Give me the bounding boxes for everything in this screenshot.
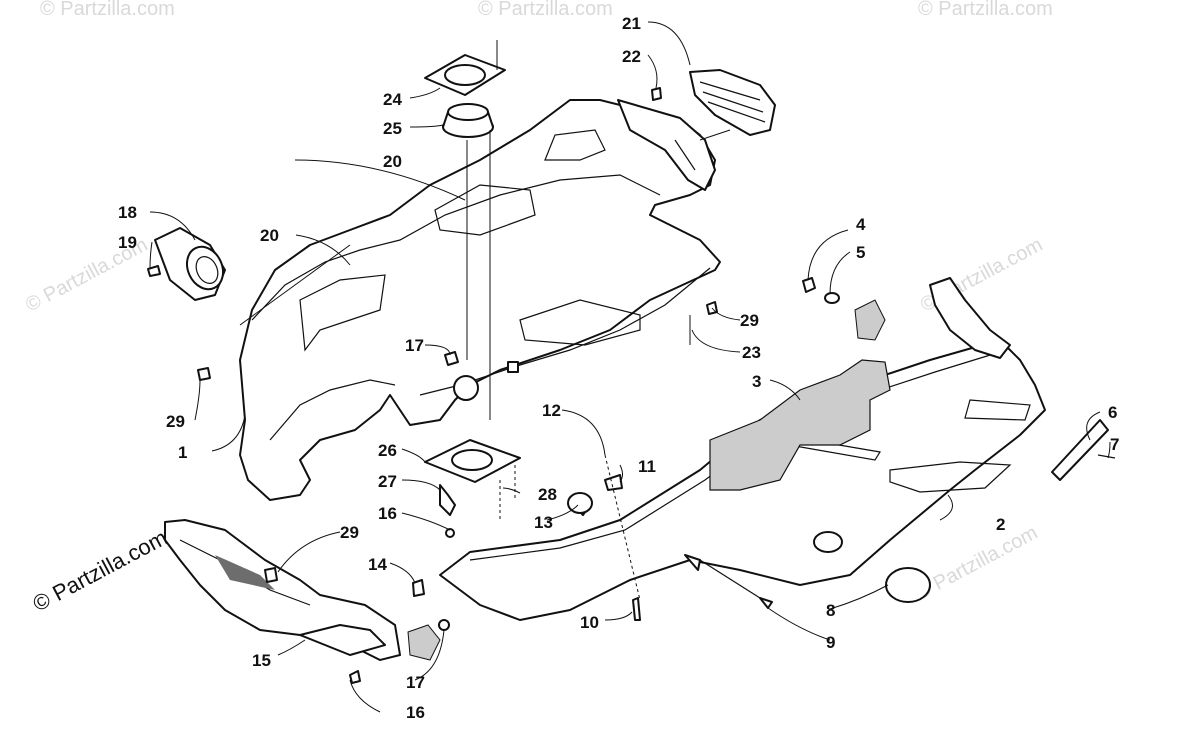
callout-20b: 20	[260, 226, 279, 245]
callout-22: 22	[622, 47, 641, 66]
callout-17a: 17	[405, 336, 424, 355]
callout-17b: 17	[406, 673, 425, 692]
callout-7: 7	[1110, 435, 1119, 454]
watermark-faint: © Partzilla.com	[40, 0, 175, 20]
callout-24: 24	[383, 90, 402, 109]
callout-11: 11	[638, 457, 656, 476]
callout-3: 3	[752, 372, 761, 391]
boot-part-18	[147, 227, 226, 301]
flange-parts-24-25	[424, 40, 506, 420]
callout-19: 19	[118, 233, 137, 252]
callout-6: 6	[1108, 403, 1117, 422]
callout-23: 23	[742, 343, 761, 362]
callout-16b: 16	[406, 703, 425, 722]
callout-10: 10	[580, 613, 599, 632]
callout-13: 13	[534, 513, 553, 532]
callout-2: 2	[996, 515, 1005, 534]
guard-part-15	[164, 519, 401, 661]
callout-8: 8	[826, 601, 835, 620]
callout-29b: 29	[740, 311, 759, 330]
leader-lines	[149, 21, 1111, 713]
right-hardware	[684, 277, 1116, 609]
callout-9: 9	[826, 633, 835, 652]
insulation-part-3	[709, 359, 891, 491]
callout-21: 21	[622, 14, 641, 33]
watermark-faint: © Partzilla.com	[478, 0, 613, 20]
watermark-faint: © Partzilla.com	[918, 0, 1053, 20]
callout-20a: 20	[383, 152, 402, 171]
callout-15: 15	[252, 651, 271, 670]
callout-14: 14	[368, 555, 387, 574]
callout-4: 4	[856, 215, 866, 234]
callout-29a: 29	[166, 412, 185, 431]
small-hardware	[412, 454, 641, 621]
watermark-main: © Partzilla.com	[29, 525, 172, 617]
callout-29c: 29	[340, 523, 359, 542]
callout-28: 28	[538, 485, 557, 504]
callout-25: 25	[383, 119, 402, 138]
callout-27: 27	[378, 472, 397, 491]
callout-labels: 1 2 3 4 5 6 7 8 9 10 11 12 13 14 15 16 1…	[118, 14, 1119, 722]
callout-12: 12	[542, 401, 561, 420]
callout-16a: 16	[378, 504, 397, 523]
callout-5: 5	[856, 243, 865, 262]
plate-part-26	[424, 439, 521, 538]
watermark-faint: © Partzilla.com	[912, 522, 1041, 605]
callout-1: 1	[178, 443, 187, 462]
callout-18: 18	[118, 203, 137, 222]
callout-26: 26	[378, 441, 397, 460]
grille-part-21	[617, 69, 776, 191]
